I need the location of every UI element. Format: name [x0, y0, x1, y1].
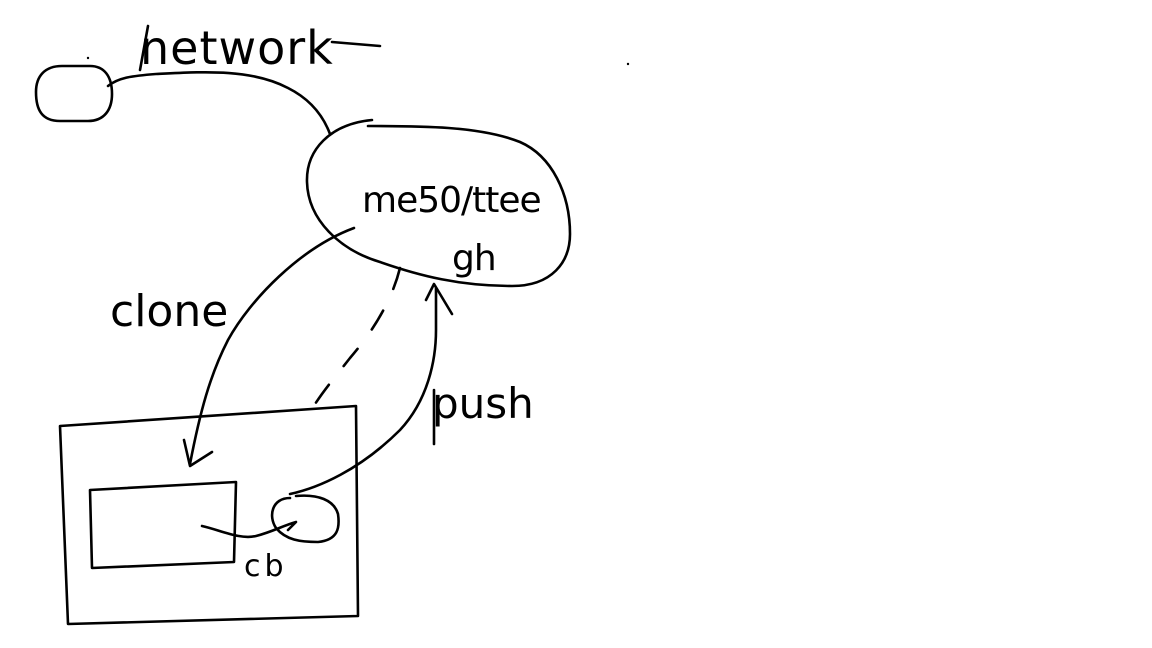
push-arrowhead: [424, 282, 454, 316]
cb-node-shape: [270, 494, 340, 544]
push-label: push: [432, 379, 534, 428]
clone-arrow: [188, 226, 356, 466]
repo-node-name: me50/ttee: [362, 180, 541, 221]
repo-node-sub: gh: [452, 238, 496, 279]
repo-node-shape: [305, 118, 572, 288]
dashed-connector: [308, 266, 402, 414]
clone-arrowhead: [182, 438, 214, 468]
cb-connector: [200, 520, 298, 539]
network-label-stroke: [138, 24, 382, 72]
cb-label: cb: [244, 549, 288, 584]
machine-box: [58, 404, 360, 626]
network-label: network: [140, 21, 334, 75]
push-arrow: [288, 286, 438, 496]
network-node-shape: [34, 64, 114, 123]
stray-dot: [626, 62, 630, 66]
stray-dot: [86, 56, 90, 60]
network-connector: [106, 70, 332, 136]
workspace-box: [88, 480, 238, 570]
clone-label: clone: [110, 286, 228, 337]
